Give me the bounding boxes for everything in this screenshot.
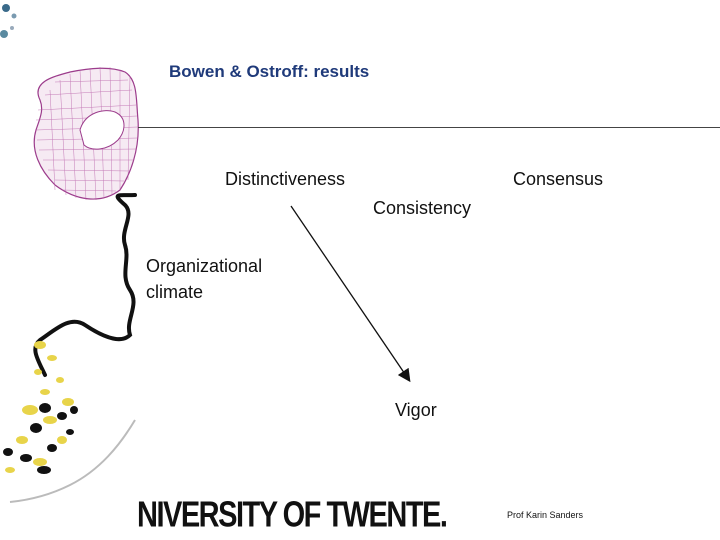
- wireframe-shape-icon: [33, 66, 139, 201]
- label-distinctiveness: Distinctiveness: [225, 169, 346, 189]
- university-logo: NIVERSITY OF TWENTE.: [137, 495, 448, 535]
- title-divider: [138, 127, 720, 128]
- slide-title: Bowen & Ostroff: results: [169, 62, 370, 81]
- label-consensus: Consensus: [513, 169, 604, 189]
- label-vigor: Vigor: [395, 400, 437, 420]
- decorative-artwork: [0, 4, 139, 503]
- splotches-decoration: [3, 341, 78, 474]
- footer-author: Prof Karin Sanders: [507, 510, 584, 520]
- label-consistency: Consistency: [373, 198, 472, 218]
- label-organizational-climate: Organizational climate: [146, 256, 263, 303]
